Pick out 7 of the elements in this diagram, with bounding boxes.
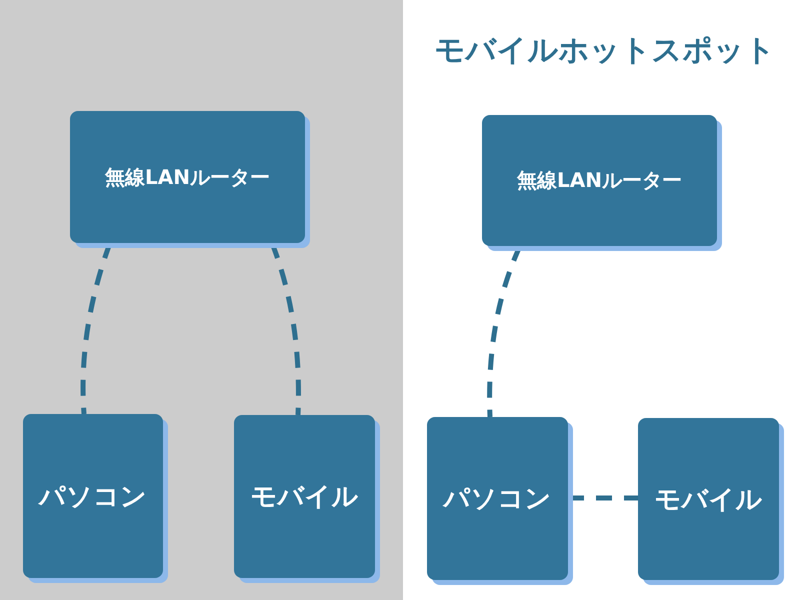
device-box: パソコン xyxy=(23,414,163,578)
router-box: 無線LANルーター xyxy=(482,115,717,246)
device-box: モバイル xyxy=(638,418,779,580)
device-box: パソコン xyxy=(427,417,568,580)
router-box: 無線LANルーター xyxy=(70,111,305,243)
title: モバイルホットスポット xyxy=(434,32,776,70)
device-box: モバイル xyxy=(234,415,375,578)
